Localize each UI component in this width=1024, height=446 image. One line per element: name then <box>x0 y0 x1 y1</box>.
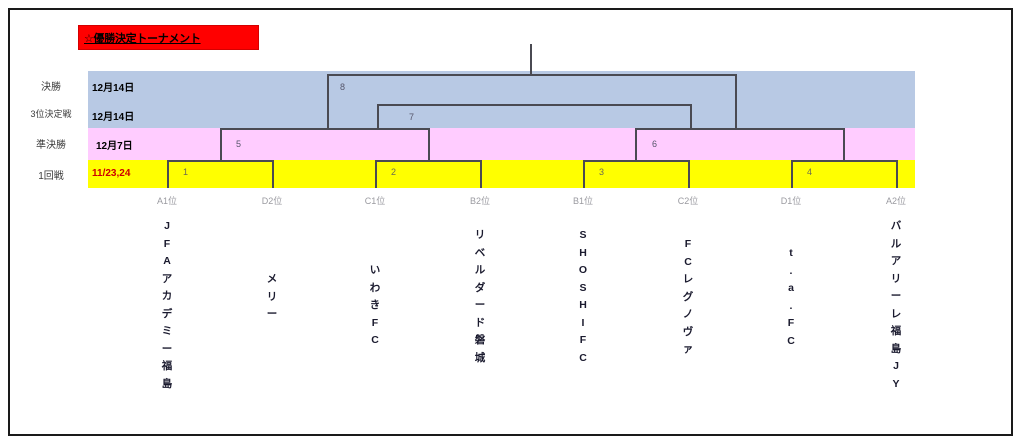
match1-left-leg <box>167 160 169 188</box>
match-number-1: 1 <box>183 167 189 177</box>
match7-top <box>377 104 692 106</box>
match-number-7: 7 <box>409 112 415 122</box>
match4-right-leg <box>896 160 898 188</box>
page-title: ☆優勝決定トーナメント <box>84 33 201 45</box>
row-label-third: 3位決定戦 <box>30 109 72 119</box>
match4-left-leg <box>791 160 793 188</box>
date-semifinal: 12月7日 <box>96 141 133 152</box>
match8-top <box>327 74 737 76</box>
seed-label-6: C2位 <box>677 196 699 206</box>
title-banner: ☆優勝決定トーナメント <box>78 25 259 50</box>
team-name-8: バ ル ア リ ー レ 福 島 J Y <box>890 220 902 390</box>
seed-label-8: A2位 <box>885 196 906 206</box>
match6-left-leg <box>635 128 637 160</box>
match-number-3: 3 <box>599 167 605 177</box>
match1-right-leg <box>272 160 274 188</box>
team-name-7: t . a . F C <box>787 247 795 347</box>
seed-label-7: D1位 <box>780 196 802 206</box>
match-number-4: 4 <box>807 167 813 177</box>
match8-left-leg <box>327 74 329 128</box>
champion-stem <box>530 44 532 74</box>
team-name-5: S H O S H I F C <box>578 229 588 364</box>
match5-top <box>220 128 430 130</box>
match7-left-leg <box>377 104 379 128</box>
team-name-4: リ ベ ル ダ ー ド 磐 城 <box>474 229 486 364</box>
seed-label-5: B1位 <box>572 196 593 206</box>
team-name-6: F C レ グ ノ ヴ ァ <box>682 238 694 355</box>
match-number-2: 2 <box>391 167 397 177</box>
band-round1 <box>88 160 915 188</box>
match5-left-leg <box>220 128 222 160</box>
date-third: 12月14日 <box>92 112 135 123</box>
seed-label-3: C1位 <box>364 196 386 206</box>
match8-right-leg <box>735 74 737 128</box>
team-name-2: メ リ ー <box>266 273 278 320</box>
date-final: 12月14日 <box>92 83 135 94</box>
row-label-semifinal: 準決勝 <box>36 140 66 151</box>
seed-label-1: A1位 <box>156 196 177 206</box>
date-round1: 11/23,24 <box>92 168 131 179</box>
match3-left-leg <box>583 160 585 188</box>
seed-label-2: D2位 <box>261 196 283 206</box>
band-semifinal <box>88 128 915 160</box>
team-name-1: J F A ア カ デ ミ ー 福 島 <box>161 220 173 390</box>
match-number-8: 8 <box>340 82 346 92</box>
row-label-round1: 1回戦 <box>38 171 64 182</box>
match1-top <box>167 160 274 162</box>
row-label-final: 決勝 <box>41 82 61 93</box>
seed-label-4: B2位 <box>469 196 490 206</box>
match-number-6: 6 <box>652 139 658 149</box>
match3-top <box>583 160 690 162</box>
match7-right-leg <box>690 104 692 128</box>
match3-right-leg <box>688 160 690 188</box>
match5-right-leg <box>428 128 430 160</box>
match-number-5: 5 <box>236 139 242 149</box>
match2-left-leg <box>375 160 377 188</box>
team-name-3: い わ き F C <box>369 264 381 346</box>
match2-right-leg <box>480 160 482 188</box>
match2-top <box>375 160 482 162</box>
match6-top <box>635 128 845 130</box>
match4-top <box>791 160 898 162</box>
match6-right-leg <box>843 128 845 160</box>
